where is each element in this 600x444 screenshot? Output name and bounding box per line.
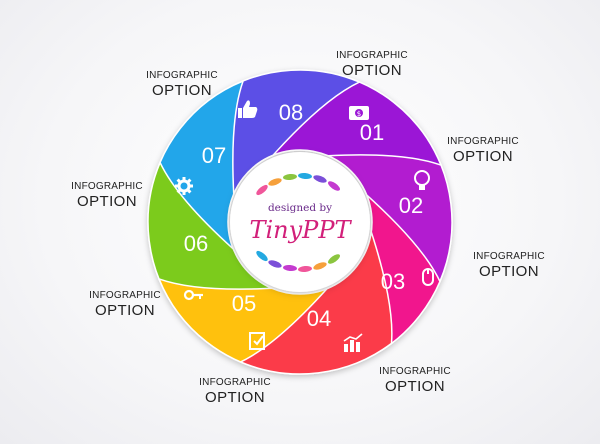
option-label-04: INFOGRAPHIC OPTION (350, 366, 480, 395)
option-label-small: INFOGRAPHIC (379, 366, 451, 377)
laurel-decoration (256, 172, 340, 273)
checklist-icon (249, 332, 265, 350)
option-label-big: OPTION (342, 61, 402, 79)
segment-number-04: 04 (307, 306, 331, 331)
segment-number-05: 05 (232, 291, 256, 316)
option-label-small: INFOGRAPHIC (336, 50, 408, 61)
segment-number-03: 03 (381, 269, 405, 294)
logo-designed-by: designed by (268, 202, 332, 214)
option-label-08: INFOGRAPHIC OPTION (117, 70, 247, 99)
segment-number-01: 01 (360, 120, 384, 145)
option-label-big: OPTION (77, 192, 137, 210)
option-label-big: OPTION (152, 81, 212, 99)
svg-text:$: $ (357, 110, 361, 118)
bar-chart-icon (343, 333, 363, 352)
segment-number-06: 06 (184, 231, 208, 256)
lightbulb-icon (414, 170, 430, 190)
mouse-icon (422, 268, 434, 286)
option-label-05: INFOGRAPHIC OPTION (170, 377, 300, 406)
center-logo: designed by TinyPPT (230, 152, 370, 292)
dollar-bill-icon: $ (349, 106, 369, 120)
option-label-02: INFOGRAPHIC OPTION (418, 136, 548, 165)
option-label-small: INFOGRAPHIC (71, 181, 143, 192)
option-label-07: INFOGRAPHIC OPTION (42, 181, 172, 210)
option-label-small: INFOGRAPHIC (473, 251, 545, 262)
logo-brand: TinyPPT (249, 216, 352, 244)
key-icon (183, 289, 203, 301)
option-label-small: INFOGRAPHIC (199, 377, 271, 388)
segment-number-07: 07 (202, 143, 226, 168)
option-label-big: OPTION (95, 301, 155, 319)
option-label-01: INFOGRAPHIC OPTION (307, 50, 437, 79)
option-label-small: INFOGRAPHIC (89, 290, 161, 301)
segment-number-02: 02 (399, 193, 423, 218)
thumbs-up-icon (238, 100, 258, 118)
option-label-small: INFOGRAPHIC (447, 136, 519, 147)
option-label-big: OPTION (479, 262, 539, 280)
option-label-big: OPTION (385, 377, 445, 395)
segment-number-08: 08 (279, 100, 303, 125)
gear-icon (175, 177, 193, 195)
option-label-small: INFOGRAPHIC (146, 70, 218, 81)
option-label-03: INFOGRAPHIC OPTION (444, 251, 574, 280)
option-label-big: OPTION (453, 147, 513, 165)
option-label-big: OPTION (205, 388, 265, 406)
option-label-06: INFOGRAPHIC OPTION (60, 290, 190, 319)
